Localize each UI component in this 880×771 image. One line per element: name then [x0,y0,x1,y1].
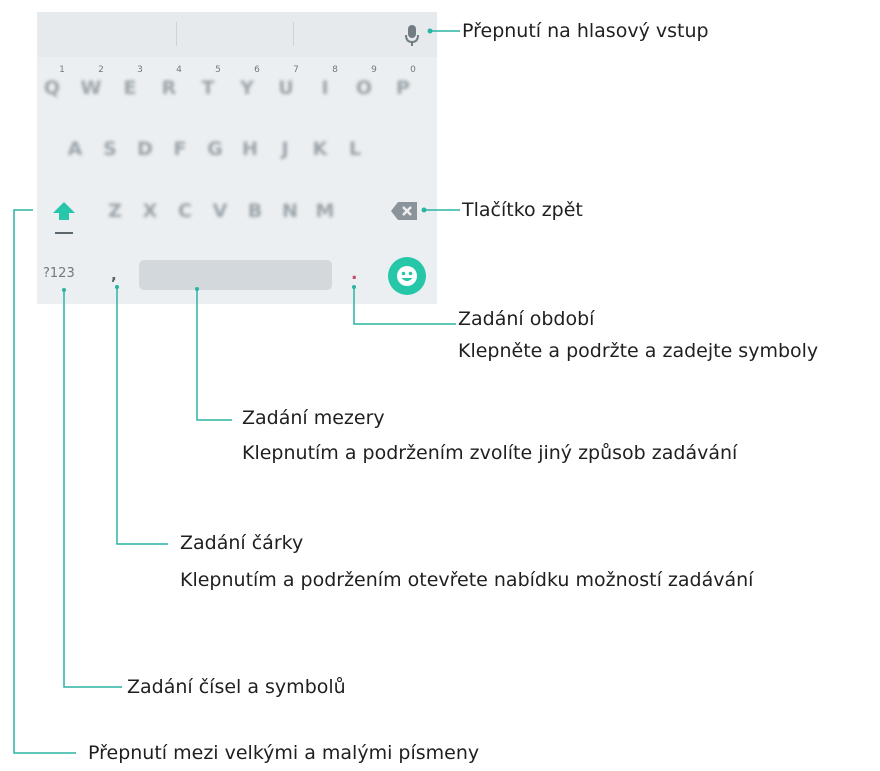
key-hint-5: 5 [215,65,221,75]
key-hint-4: 4 [176,65,182,75]
key-o[interactable]: O [355,77,373,99]
backspace-icon[interactable] [390,201,418,221]
label-backspace: Tlačítko zpět [462,199,583,221]
key-q[interactable]: Q [43,77,61,99]
label-period-desc: Klepněte a podržte a zadejte symboly [458,340,819,362]
key-y[interactable]: Y [240,77,254,99]
key-w[interactable]: W [80,77,102,99]
key-r[interactable]: R [161,77,177,99]
key-hint-1: 1 [59,65,65,75]
key-e[interactable]: E [123,77,137,99]
numbers-symbols-key[interactable]: ?123 [43,266,75,281]
key-hint-7: 7 [293,65,299,75]
shift-icon[interactable] [51,200,77,236]
key-u[interactable]: U [278,77,294,99]
key-k[interactable]: K [312,138,328,160]
key-j[interactable]: J [281,138,289,160]
key-g[interactable]: G [207,138,223,160]
key-l[interactable]: L [348,138,362,160]
label-numbers-symbols: Zadání čísel a symbolů [127,676,346,698]
key-hint-2: 2 [98,65,104,75]
period-key[interactable]: . [351,264,358,284]
key-hint-0: 0 [410,65,416,75]
key-t[interactable]: T [201,77,215,99]
key-f[interactable]: F [173,138,187,160]
key-x[interactable]: X [142,200,158,222]
key-z[interactable]: Z [108,200,122,222]
key-i[interactable]: I [321,77,329,99]
key-d[interactable]: D [137,138,153,160]
key-p[interactable]: P [396,77,410,99]
label-comma-desc: Klepnutím a podržením otevřete nabídku m… [180,569,754,591]
key-c[interactable]: C [178,200,192,222]
key-hint-6: 6 [254,65,260,75]
label-period-title: Zadání období [458,308,595,330]
suggestion-divider [293,22,294,46]
key-m[interactable]: M [315,200,335,222]
key-b[interactable]: B [247,200,263,222]
key-hint-8: 8 [332,65,338,75]
suggestion-bar [37,12,437,57]
key-a[interactable]: A [67,138,83,160]
label-space-title: Zadání mezery [242,407,385,429]
key-hint-3: 3 [137,65,143,75]
label-shift: Přepnutí mezi velkými a malými písmeny [88,742,480,764]
suggestion-divider [176,22,177,46]
label-voice-input: Přepnutí na hlasový vstup [462,20,709,42]
spacebar[interactable] [139,260,332,290]
key-h[interactable]: H [242,138,258,160]
emoji-key[interactable] [388,257,426,295]
label-space-desc: Klepnutím a podržením zvolíte jiný způso… [242,442,738,464]
emoji-icon [397,266,417,286]
label-comma-title: Zadání čárky [180,532,304,554]
key-v[interactable]: V [212,200,228,222]
microphone-icon[interactable] [404,23,420,47]
key-hint-9: 9 [371,65,377,75]
key-n[interactable]: N [282,200,298,222]
comma-key[interactable]: , [111,266,117,284]
key-s[interactable]: S [103,138,117,160]
